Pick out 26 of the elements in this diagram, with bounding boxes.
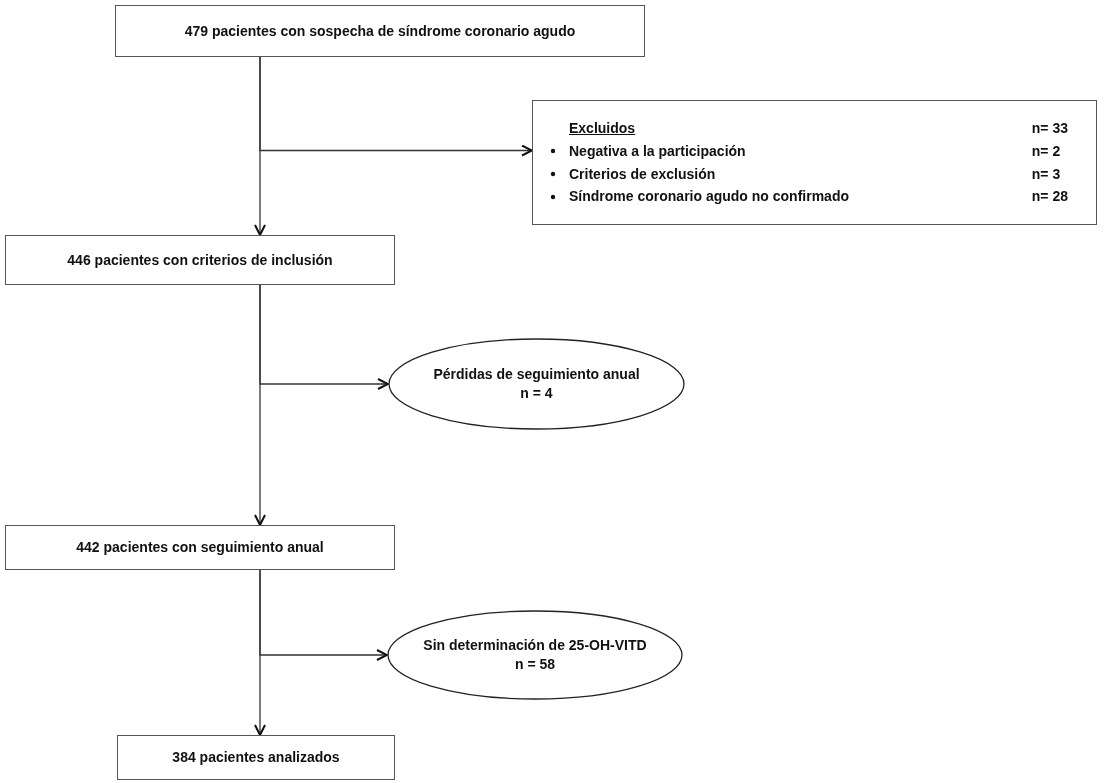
arrow	[254, 569, 266, 736]
count-value: n = 4	[520, 384, 553, 403]
node-label: 479 pacientes con sospecha de síndrome coronario agudo	[184, 21, 576, 41]
process-box	[117, 735, 395, 780]
process-box	[5, 235, 395, 285]
node-label: 446 pacientes con criterios de inclusión	[67, 250, 333, 270]
exclusion-box	[532, 100, 1097, 225]
node-label: 442 pacientes con seguimiento anual	[76, 538, 324, 557]
count-value: n= 33	[1031, 118, 1068, 138]
count-value: n = 58	[514, 655, 556, 674]
group-heading: Excluidos	[569, 118, 637, 138]
node-label: Sin determinación de 25-OH-VITD	[423, 636, 647, 655]
node-label: 384 pacientes analizados	[172, 748, 340, 767]
exclusion-reason: Negativa a la participación	[569, 141, 747, 161]
arrow	[254, 284, 266, 526]
exclusion-reason: Criterios de exclusión	[569, 164, 717, 184]
node-label: Pérdidas de seguimiento anual	[433, 365, 640, 384]
outcome-ellipse	[388, 338, 685, 430]
outcome-ellipse	[387, 610, 683, 700]
count-value: n= 3	[1031, 164, 1062, 184]
process-box	[5, 525, 395, 570]
count-value: n= 28	[1031, 187, 1068, 207]
arrow	[254, 56, 266, 236]
exclusion-reason: Síndrome coronario agudo no confirmado	[569, 187, 850, 207]
count-value: n= 2	[1031, 141, 1062, 161]
process-box	[115, 5, 645, 57]
